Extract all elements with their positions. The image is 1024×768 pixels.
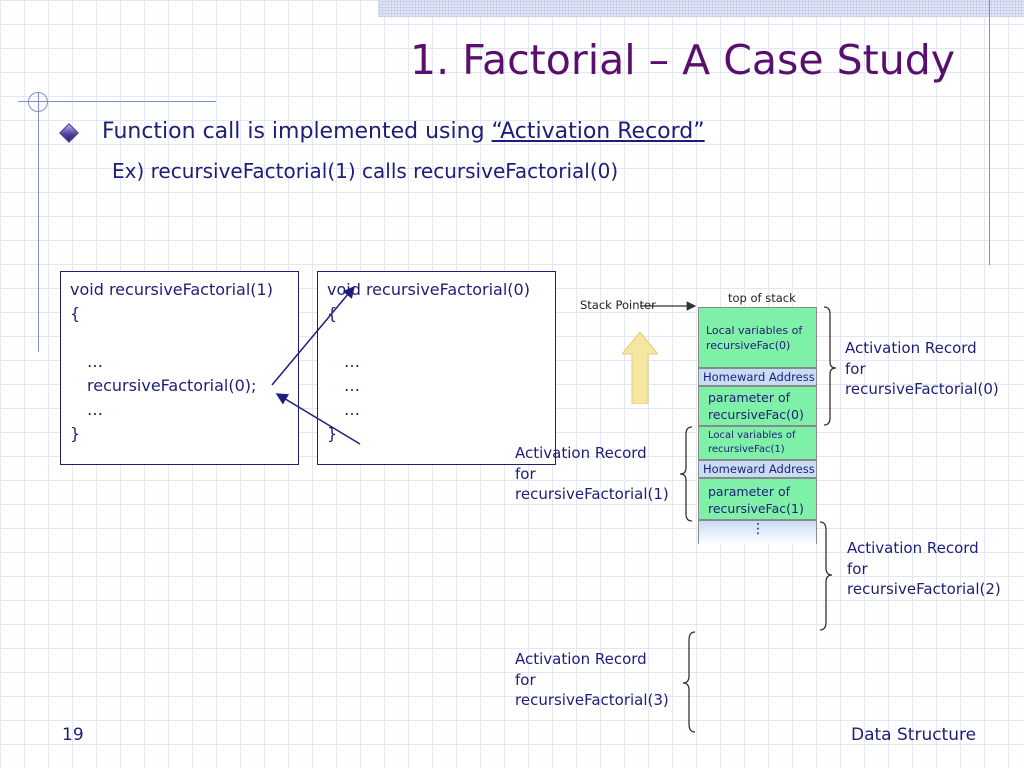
label-line: for: [845, 359, 866, 378]
brace-ar2: [819, 521, 833, 631]
top-of-stack-label: top of stack: [728, 291, 796, 305]
code-line: }: [70, 424, 81, 443]
code-line: …: [344, 400, 360, 419]
code-line: …: [87, 400, 103, 419]
call-arrow: [271, 285, 355, 386]
cell-text: Homeward Address: [703, 370, 815, 384]
footer-label: Data Structure: [851, 725, 977, 745]
up-arrow-icon: [622, 332, 658, 404]
code-line: void recursiveFactorial(0): [327, 280, 530, 299]
cell-text: recursiveFac(1): [708, 444, 785, 455]
top-decorative-band: [378, 0, 1024, 17]
label-line: for: [515, 464, 536, 483]
label-line: for: [515, 670, 536, 689]
brace-ar3: [682, 631, 696, 733]
cell-text: recursiveFac(1): [708, 501, 804, 516]
cell-text: Local variables of: [706, 324, 803, 337]
page-number: 19: [62, 725, 84, 745]
label-line: recursiveFactorial(2): [847, 580, 1001, 598]
code-line: {: [70, 304, 81, 323]
decorative-vertical-line-left: [38, 92, 39, 352]
label-line: recursiveFactorial(3): [515, 691, 669, 709]
stack-cell: Local variables of recursiveFac(0): [698, 307, 817, 368]
code-line: recursiveFactorial(0);: [87, 376, 257, 395]
cell-text: Local variables of: [708, 430, 796, 441]
code-line: }: [327, 424, 338, 443]
code-line: void recursiveFactorial(1): [70, 280, 273, 299]
decorative-circle: [28, 92, 48, 112]
brace-ar0: [823, 306, 837, 426]
activation-record-label-0: Activation Record for recursiveFactorial…: [845, 338, 999, 400]
bullet-text-main: Function call is implemented using: [102, 119, 492, 144]
cell-text: Homeward Address: [703, 462, 815, 476]
code-box-recursive-factorial-0: void recursiveFactorial(0) { … … … }: [317, 271, 556, 465]
stack-cell: Homeward Address: [698, 460, 817, 478]
activation-record-link[interactable]: “Activation Record”: [491, 119, 705, 144]
cell-text: parameter of: [708, 484, 791, 499]
code-line: …: [344, 352, 360, 371]
label-line: recursiveFactorial(0): [845, 380, 999, 398]
decorative-vertical-line-right: [989, 0, 990, 265]
cell-text: parameter of: [708, 390, 791, 405]
stack-pointer-label: Stack Pointer: [580, 298, 656, 312]
sub-bullet-text: Ex) recursiveFactorial(1) calls recursiv…: [112, 159, 619, 183]
code-line: …: [344, 376, 360, 395]
stack-cell: ⋮: [698, 520, 817, 544]
activation-record-label-2: Activation Record for recursiveFactorial…: [847, 538, 1001, 600]
label-line: for: [847, 559, 868, 578]
brace-ar1: [679, 426, 693, 522]
label-line: Activation Record: [515, 444, 647, 462]
code-line: …: [87, 352, 103, 371]
label-line: Activation Record: [515, 650, 647, 668]
continuation-dots: ⋮: [751, 521, 765, 537]
decorative-horizontal-line: [18, 101, 216, 102]
stack-cell: parameter of recursiveFac(1): [698, 478, 817, 520]
activation-record-label-3: Activation Record for recursiveFactorial…: [515, 649, 669, 711]
stack-cell: Local variables of recursiveFac(1): [698, 426, 817, 460]
label-line: recursiveFactorial(1): [515, 485, 669, 503]
code-box-recursive-factorial-1: void recursiveFactorial(1) { … recursive…: [60, 271, 299, 465]
return-arrow: [275, 393, 361, 445]
label-line: Activation Record: [847, 539, 979, 557]
label-line: Activation Record: [845, 339, 977, 357]
activation-record-label-1: Activation Record for recursiveFactorial…: [515, 443, 669, 505]
cell-text: recursiveFac(0): [708, 407, 804, 422]
stack-cell: Homeward Address: [698, 368, 817, 386]
cell-text: recursiveFac(0): [706, 339, 791, 352]
stack-cell: parameter of recursiveFac(0): [698, 386, 817, 426]
slide-title: 1. Factorial – A Case Study: [410, 36, 955, 84]
bullet-text: Function call is implemented using “Acti…: [102, 119, 705, 144]
